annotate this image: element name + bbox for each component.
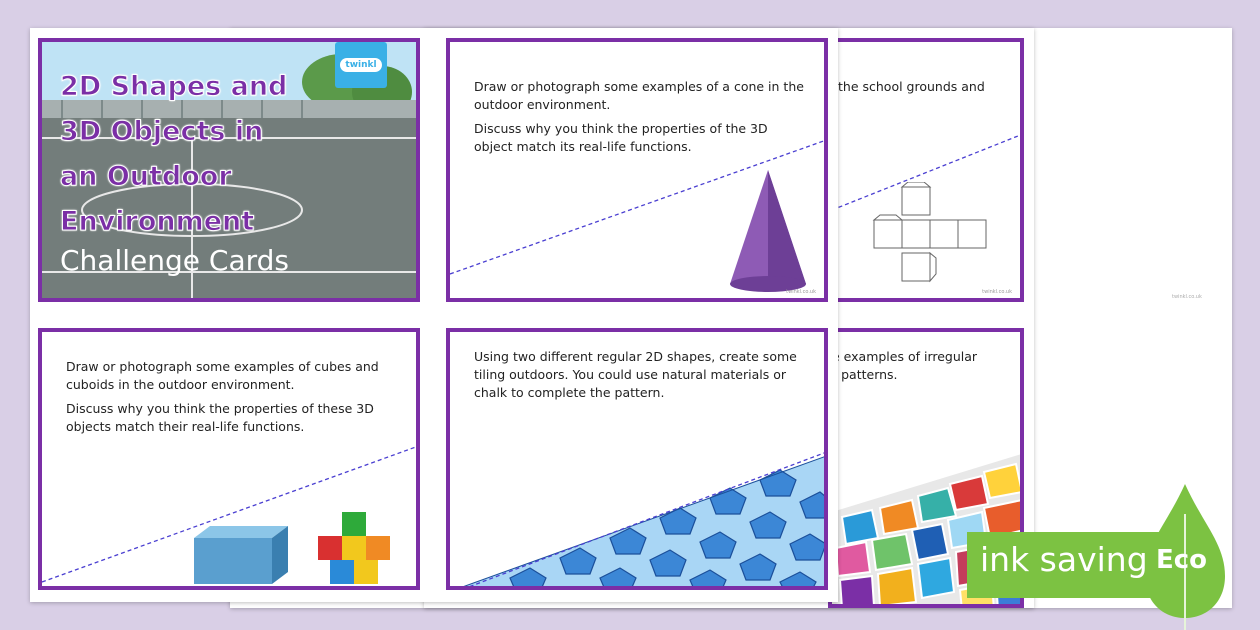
eco-word: Eco — [1156, 545, 1208, 575]
card-text: Discuss why you think the properties of … — [474, 121, 768, 154]
card-cube-net: the school grounds and twinkl.co.uk — [828, 38, 1024, 302]
cube-net-icon — [872, 182, 987, 283]
front-sheet: 2D Shapes and 3D Objects in an Outdoor E… — [30, 28, 838, 602]
card-irregular-patterns: e examples of irregular r patterns. — [828, 328, 1024, 608]
title-line: Environment — [59, 206, 255, 238]
card-text: Draw or photograph some examples of cube… — [66, 359, 379, 392]
card-cone: Draw or photograph some examples of a co… — [446, 38, 828, 302]
tiling-pattern-icon — [463, 452, 824, 586]
cut-line — [450, 140, 824, 275]
card-footer-mark: twinkl.co.uk — [982, 289, 1012, 295]
card-footer-mark: twinkl.co.uk — [786, 289, 816, 295]
cut-line — [832, 134, 1020, 211]
cut-line — [42, 446, 416, 583]
cone-icon — [730, 170, 806, 292]
cuboid-and-cubes-icon — [194, 512, 390, 584]
card-text: e examples of irregular — [832, 349, 978, 364]
eco-label: ink saving — [980, 540, 1148, 579]
title-line: 2D Shapes and — [59, 71, 288, 103]
title-line: 3D Objects in — [59, 116, 264, 148]
title-subtitle: Challenge Cards — [60, 244, 289, 277]
title-heading: 2D Shapes and 3D Objects in an Outdoor E… — [59, 64, 288, 244]
card-text: Using two different regular 2D shapes, c… — [474, 349, 797, 400]
logo-text: twinkl — [340, 58, 382, 72]
card-text: Discuss why you think the properties of … — [66, 401, 374, 434]
card-text: Draw or photograph some examples of a co… — [474, 79, 804, 112]
card-title: 2D Shapes and 3D Objects in an Outdoor E… — [38, 38, 420, 302]
card-cubes-cuboids: Draw or photograph some examples of cube… — [38, 328, 420, 590]
card-text: r patterns. — [832, 367, 898, 382]
eco-badge-icon — [967, 484, 1225, 630]
card-text: the school grounds and — [838, 79, 985, 94]
title-line: an Outdoor — [59, 161, 232, 193]
twinkl-logo: twinkl — [335, 42, 387, 88]
sheet-footer-mark: twinkl.co.uk — [1172, 294, 1202, 300]
card-tiling: Using two different regular 2D shapes, c… — [446, 328, 828, 590]
